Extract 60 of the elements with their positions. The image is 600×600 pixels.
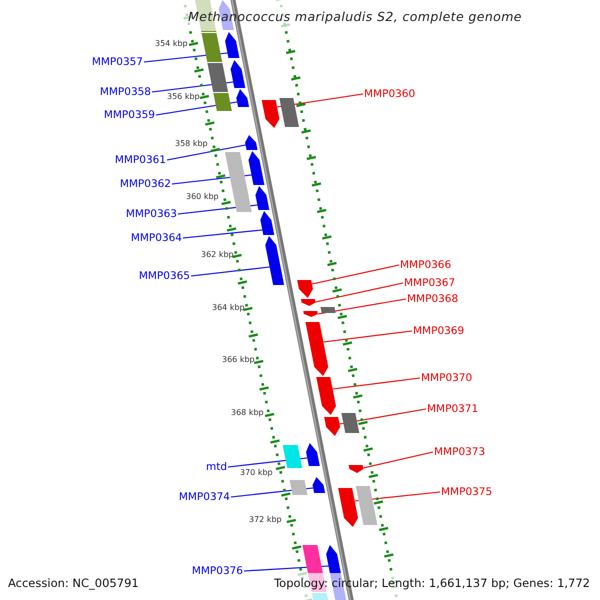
- gene-label: MMP0361: [114, 153, 166, 167]
- gene-label: MMP0375: [441, 485, 492, 499]
- footer-text: Accession: NC_005791: [8, 576, 139, 590]
- gene-label: MMP0367: [404, 276, 456, 290]
- scale-label: 368 kbp: [231, 408, 264, 418]
- scale-label: 366 kbp: [222, 355, 255, 365]
- gene-label: MMP0362: [120, 177, 171, 191]
- leader-line: [339, 408, 426, 425]
- gene-label: MMP0370: [421, 371, 472, 385]
- gene-feature: [305, 322, 328, 376]
- leader-line: [166, 144, 246, 161]
- leader-line: [318, 298, 406, 315]
- leader-line: [312, 264, 400, 285]
- scale-label: 354 kbp: [155, 39, 188, 49]
- scale-label: 358 kbp: [175, 139, 208, 149]
- gene-label: MMP0364: [130, 231, 182, 245]
- gene-feature: [230, 60, 246, 88]
- leader-line: [228, 457, 308, 468]
- scale-label: 356 kbp: [167, 92, 200, 102]
- gene-feature: [306, 443, 320, 466]
- gene-label: MMP0358: [100, 85, 151, 99]
- gene-feature: [236, 89, 250, 107]
- gene-label: MMP0374: [178, 490, 230, 504]
- gene-feature: [348, 465, 364, 473]
- gene-label: mtd: [206, 460, 227, 474]
- gene-label: MMP0373: [434, 445, 486, 459]
- leader-line: [230, 487, 314, 498]
- leader-line: [156, 101, 238, 116]
- gene-feature: [260, 211, 274, 235]
- gene-label: MMP0359: [104, 108, 155, 122]
- scale-label: 364 kbp: [212, 303, 245, 313]
- leader-line: [363, 451, 434, 469]
- gene-feature: [303, 311, 318, 317]
- gene-feature: [262, 100, 280, 128]
- gene-label: MMP0360: [364, 87, 416, 101]
- gene-feature: [324, 417, 340, 436]
- leader-line: [182, 229, 262, 239]
- gene-feature: [255, 186, 270, 210]
- scale-label: 360 kbp: [186, 192, 219, 202]
- leader-line: [323, 330, 412, 343]
- gene-label: MMP0371: [427, 402, 478, 416]
- scale-label: 362 kbp: [201, 250, 234, 260]
- leader-line: [190, 266, 270, 277]
- gene-feature: [225, 32, 240, 58]
- gene-feature: [245, 135, 258, 150]
- gene-label: MMP0357: [92, 55, 143, 69]
- gene-feature: [338, 488, 358, 527]
- gene-feature: [316, 377, 336, 415]
- gene-label: MMP0363: [126, 207, 177, 221]
- leader-line: [315, 282, 404, 303]
- gene-label: MMP0366: [400, 258, 452, 272]
- gene-feature: [265, 236, 284, 285]
- gene-label: MMP0365: [138, 269, 190, 283]
- gene-label: MMP0368: [407, 292, 458, 306]
- gene-label: MMP0376: [192, 564, 243, 578]
- leader-line: [332, 377, 420, 390]
- scale-label: 370 kbp: [240, 468, 273, 478]
- gene-feature: [312, 477, 326, 493]
- gene-label: MMP0369: [413, 324, 464, 338]
- scale-label: 372 kbp: [249, 515, 282, 525]
